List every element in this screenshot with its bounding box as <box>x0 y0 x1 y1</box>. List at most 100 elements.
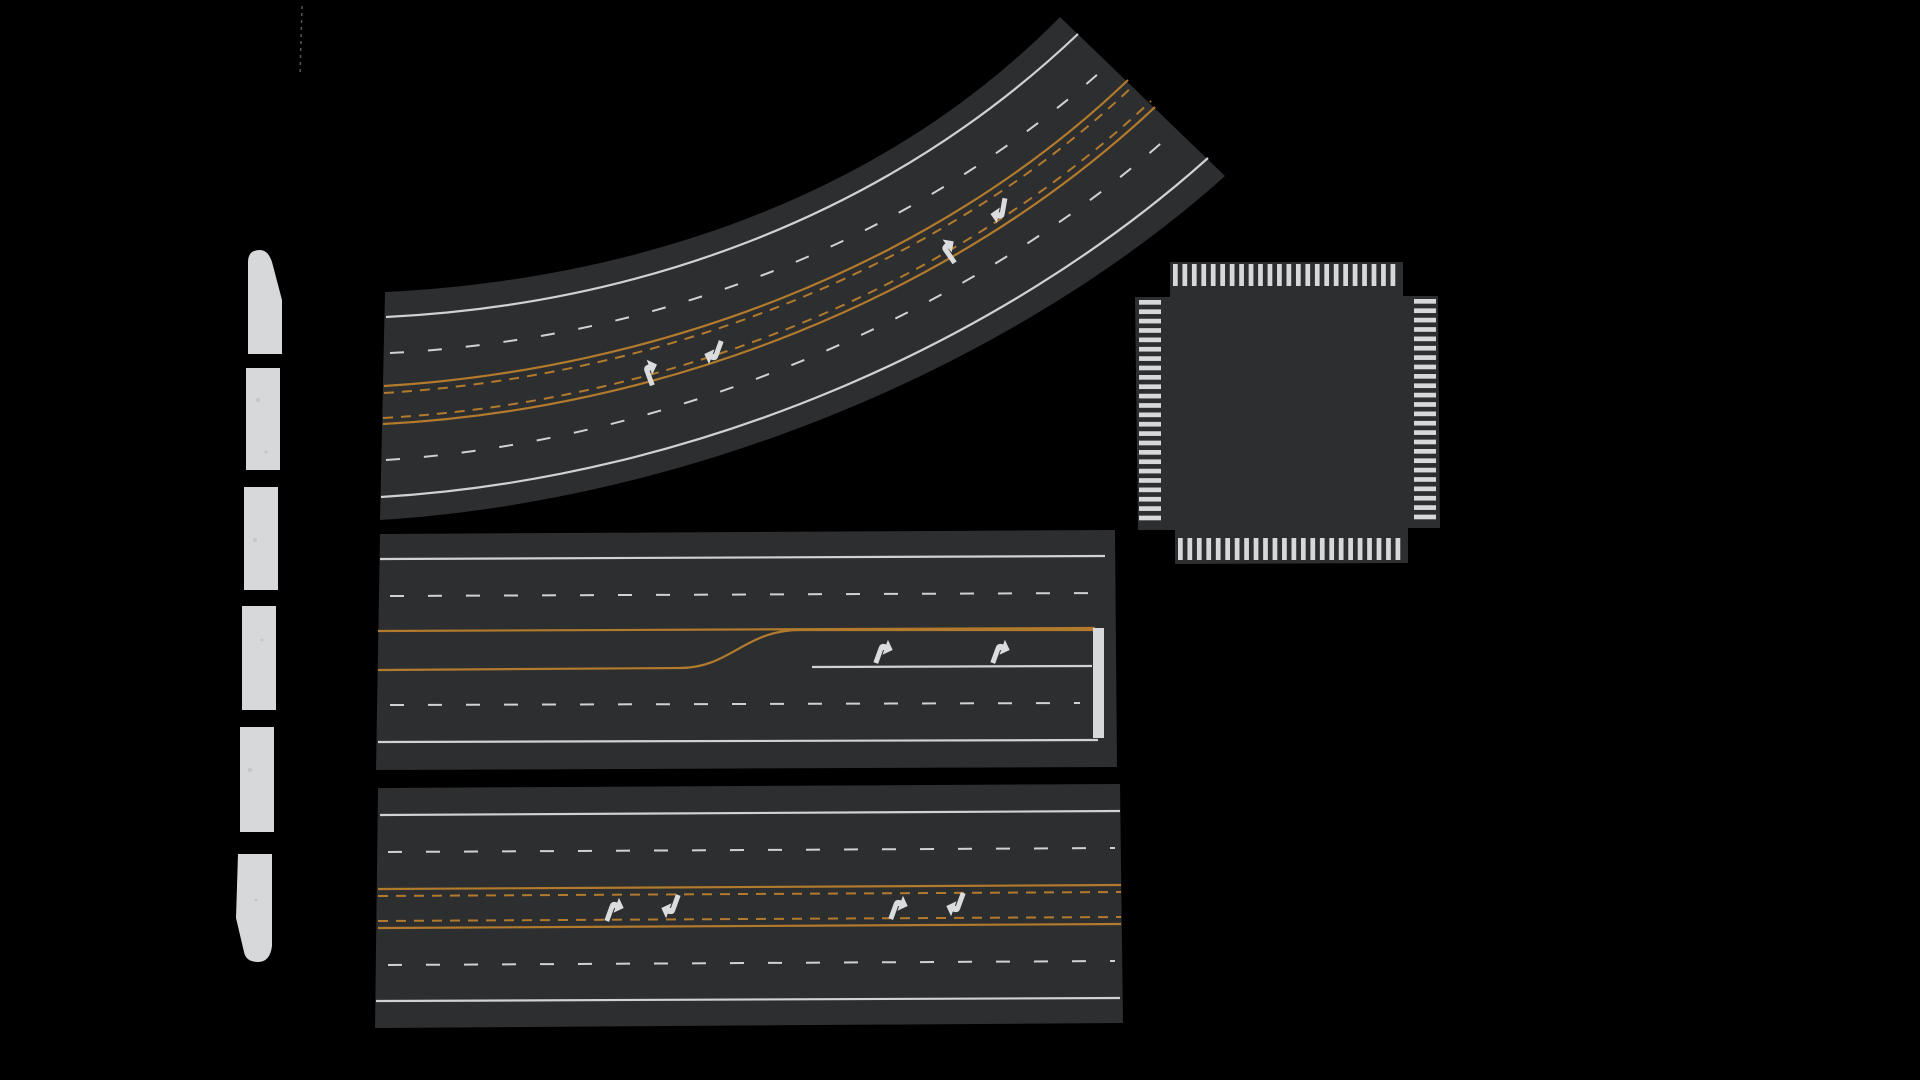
crosswalk-stripe <box>1414 336 1436 342</box>
center-lane-edge-line <box>379 809 1121 817</box>
crosswalk-stripe <box>1139 431 1161 436</box>
crosswalk-stripe <box>1314 264 1320 286</box>
intersection-pad <box>1135 262 1440 564</box>
crosswalk-stripe <box>1139 318 1161 324</box>
crosswalk-stripe <box>1173 264 1178 286</box>
crosswalk-stripe <box>1414 430 1436 435</box>
curved-road-surface <box>380 17 1225 520</box>
crosswalk-stripe <box>1414 327 1436 332</box>
curved-road-edge-line <box>385 33 1079 319</box>
crosswalk-stripe <box>1414 505 1436 510</box>
crosswalk-stripe <box>1414 355 1436 360</box>
crosswalk-stripe <box>1220 264 1226 286</box>
crosswalk-stripe <box>1196 538 1202 560</box>
crosswalk-stripe <box>1244 538 1249 560</box>
crosswalk-stripe <box>1381 264 1386 286</box>
curved-road-edge-line <box>380 157 1209 499</box>
crosswalk-stripe <box>1139 459 1161 465</box>
crosswalk-stripe <box>1386 538 1391 560</box>
crosswalk-stripe <box>1414 392 1436 398</box>
crosswalk-stripe <box>1295 264 1301 286</box>
crosswalk-stripe <box>1414 317 1436 323</box>
crosswalk-stripe <box>1139 412 1161 418</box>
crosswalk-stripe <box>1139 375 1161 380</box>
crosswalk-stripe <box>1333 264 1339 286</box>
curb-segment <box>246 368 280 470</box>
crosswalk-stripe <box>1210 264 1216 286</box>
crosswalk-stripe <box>1414 514 1436 520</box>
crosswalk-stripe <box>1139 356 1161 361</box>
crosswalk-stripe <box>1338 538 1344 560</box>
crosswalk-stripe <box>1215 538 1221 560</box>
center-lane-edge-line <box>375 996 1121 1003</box>
crosswalk-stripe <box>1390 264 1396 286</box>
crosswalk-stripe <box>1414 308 1436 314</box>
crosswalk-stripe <box>1414 486 1436 492</box>
turn-bay-lane-dash <box>389 592 1106 597</box>
center-lane-yellow-line <box>377 883 1122 891</box>
curb-segment <box>240 727 274 832</box>
crosswalk-stripe <box>1414 420 1436 426</box>
crosswalk-stripes <box>1139 264 1436 560</box>
center-lane-dash <box>387 960 1116 966</box>
straight-road-turn-bay <box>376 530 1117 770</box>
crosswalk-stripe <box>1414 458 1436 464</box>
crosswalk-stripe <box>1414 345 1436 351</box>
crosswalk-stripe <box>1139 478 1161 483</box>
crosswalk-stripe <box>1352 264 1358 286</box>
crosswalk-stripe <box>1343 264 1348 286</box>
crosswalk-stripe <box>1263 538 1268 560</box>
crosswalk-stripe <box>1253 538 1259 560</box>
crosswalk-stripe <box>1414 439 1436 445</box>
turn-bay-edge-line <box>379 554 1106 561</box>
crosswalk-stripe <box>1414 449 1436 454</box>
crosswalk-stripe <box>1139 450 1161 455</box>
stop-bar <box>1093 628 1104 738</box>
crosswalk-stripe <box>1139 365 1161 371</box>
crosswalk-stripe <box>1139 384 1161 390</box>
crosswalk-stripe <box>1139 515 1161 521</box>
crosswalk-stripe <box>1362 264 1367 286</box>
curved-road-yellow-line <box>382 106 1156 426</box>
crosswalk-stripe <box>1139 328 1161 333</box>
crosswalk-stripe <box>1300 538 1306 560</box>
crosswalk-stripe <box>1234 538 1240 560</box>
straight-road-center-turn-lane <box>375 784 1123 1028</box>
curb-segment <box>242 606 276 710</box>
crosswalk-stripe <box>1395 538 1401 560</box>
crosswalk-stripe <box>1324 264 1330 286</box>
crosswalk-stripe <box>1414 364 1436 370</box>
crosswalk-stripe <box>1225 538 1231 560</box>
turn-bay-yellow-line <box>377 626 1096 633</box>
crosswalk-stripe <box>1139 309 1161 315</box>
crosswalk-stripe <box>1414 402 1436 407</box>
crosswalk-stripe <box>1139 403 1161 408</box>
center-lane-yellow-line <box>377 916 1122 922</box>
crosswalk-stripe <box>1267 264 1273 286</box>
crosswalk-stripe <box>1258 264 1263 286</box>
crosswalk-stripe <box>1414 477 1436 482</box>
crosswalk-stripe <box>1277 264 1282 286</box>
crosswalk-stripe <box>1139 421 1161 427</box>
crosswalk-stripe <box>1414 374 1436 379</box>
crosswalk-stripe <box>1414 411 1436 417</box>
crosswalk-stripe <box>1414 383 1436 389</box>
crosswalk-stripe <box>1182 264 1188 286</box>
curb-segment <box>244 487 278 590</box>
crosswalk-stripe <box>1139 337 1161 343</box>
curb-segment-bottom <box>236 854 272 962</box>
crosswalk-stripe <box>1414 299 1436 304</box>
curved-road-lane-dash <box>389 65 1108 354</box>
center-lane-yellow-line <box>377 891 1122 897</box>
crosswalk-stripe <box>1371 264 1377 286</box>
crosswalk-stripe <box>1329 538 1335 560</box>
crosswalk-stripe <box>1272 538 1278 560</box>
crosswalk-stripe <box>1139 487 1161 493</box>
turn-bay-yellow-line <box>377 628 1095 672</box>
curved-road <box>380 17 1225 520</box>
center-lane-dash <box>387 847 1116 853</box>
crosswalk-stripe <box>1248 264 1254 286</box>
crosswalk-stripe <box>1319 538 1325 560</box>
crosswalk-stripe <box>1178 538 1183 560</box>
